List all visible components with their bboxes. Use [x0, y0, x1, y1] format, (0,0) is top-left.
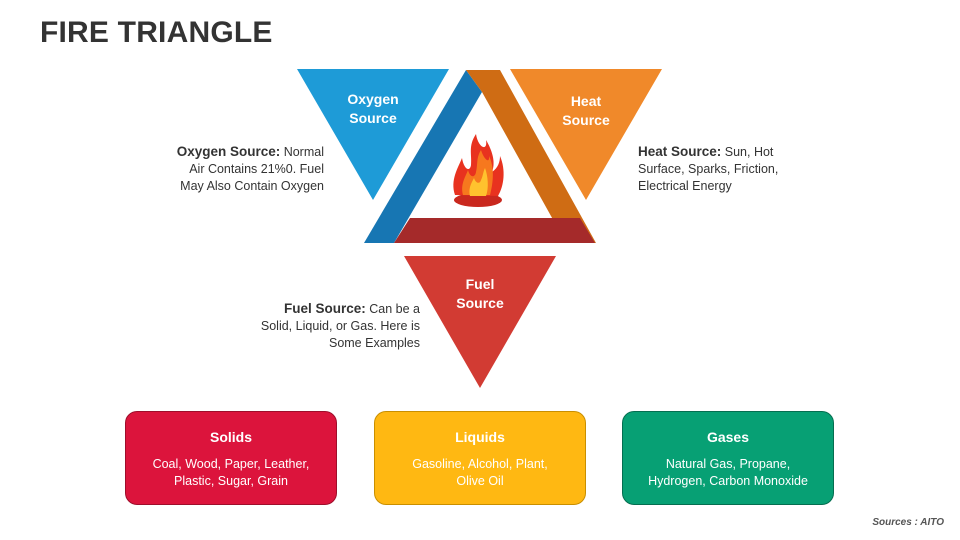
solids-box: Solids Coal, Wood, Paper, Leather, Plast…	[125, 411, 337, 505]
heat-desc-heading: Heat Source:	[638, 144, 722, 159]
fuel-desc-text3: Some Examples	[328, 336, 420, 350]
oxygen-triangle	[297, 69, 449, 200]
triangle-left-band	[364, 70, 482, 243]
page-title: FIRE TRIANGLE	[40, 16, 273, 49]
gases-title: Gases	[706, 429, 750, 445]
fuel-triangle	[404, 256, 556, 388]
fuel-label-line1: Fuel	[465, 276, 495, 292]
liquids-line2: Olive Oil	[456, 474, 504, 488]
liquids-line1: Gasoline, Alcohol, Plant,	[412, 457, 548, 471]
oxygen-label-line1: Oxygen	[347, 91, 399, 107]
heat-description: Heat Source: Sun, Hot Surface, Sparks, F…	[638, 143, 778, 195]
oxygen-desc-text3: May Also Contain Oxygen	[180, 179, 324, 193]
liquids-box: Liquids Gasoline, Alcohol, Plant, Olive …	[374, 411, 586, 505]
triangle-bottom-band	[394, 218, 595, 243]
fuel-description: Fuel Source: Can be a Solid, Liquid, or …	[261, 300, 420, 352]
liquids-title: Liquids	[455, 429, 505, 445]
fuel-desc-heading: Fuel Source:	[284, 301, 366, 316]
heat-triangle-label: Heat Source	[546, 92, 626, 130]
fuel-desc-text1: Can be a	[365, 302, 420, 316]
oxygen-label-line2: Source	[349, 110, 397, 126]
gases-box: Gases Natural Gas, Propane, Hydrogen, Ca…	[622, 411, 834, 505]
heat-triangle	[510, 69, 662, 200]
heat-desc-text1: Sun, Hot	[721, 145, 774, 159]
heat-desc-text2: Surface, Sparks, Friction,	[638, 162, 779, 176]
heat-label-line2: Source	[562, 112, 610, 128]
fuel-triangle-label: Fuel Source	[440, 275, 520, 313]
oxygen-desc-text1: Normal	[280, 145, 324, 159]
fire-icon	[453, 134, 504, 207]
oxygen-triangle-label: Oxygen Source	[333, 90, 413, 128]
fuel-desc-text2: Solid, Liquid, or Gas. Here is	[260, 319, 420, 333]
solids-line1: Coal, Wood, Paper, Leather,	[152, 457, 310, 471]
heat-label-line1: Heat	[570, 93, 602, 109]
solids-line2: Plastic, Sugar, Grain	[174, 474, 288, 488]
triangle-right-band	[466, 70, 596, 243]
solids-title: Solids	[209, 429, 252, 445]
oxygen-description: Oxygen Source: Normal Air Contains 21%0.…	[177, 143, 324, 195]
source-note: Sources : AITO	[872, 517, 944, 528]
oxygen-desc-heading: Oxygen Source:	[176, 144, 281, 159]
oxygen-desc-text2: Air Contains 21%0. Fuel	[189, 162, 324, 176]
fuel-label-line2: Source	[456, 295, 504, 311]
heat-desc-text3: Electrical Energy	[638, 179, 732, 193]
gases-line2: Hydrogen, Carbon Monoxide	[648, 474, 808, 488]
gases-line1: Natural Gas, Propane,	[665, 457, 791, 471]
